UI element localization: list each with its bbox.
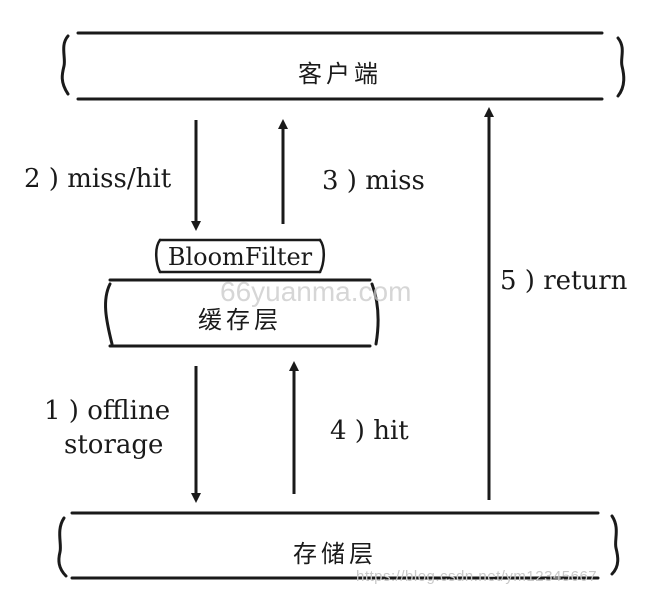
storage-sub-label: storage bbox=[64, 430, 164, 460]
watermark-url: https://blog.csdn.net/ym12345667 bbox=[356, 568, 598, 585]
storage-label: 存储层 bbox=[293, 540, 377, 568]
client-label: 客户端 bbox=[298, 60, 382, 88]
miss-label: 3 ) miss bbox=[322, 166, 425, 196]
cache-label: 缓存层 bbox=[198, 306, 282, 334]
hit-label: 4 ) hit bbox=[330, 416, 409, 446]
miss-hit-label: 2 ) miss/hit bbox=[24, 164, 172, 194]
storage-box bbox=[57, 511, 620, 580]
return-label: 5 ) return bbox=[500, 266, 628, 296]
cache-box bbox=[104, 278, 380, 348]
client-box bbox=[60, 31, 626, 101]
bloom-filter-box bbox=[155, 238, 325, 274]
bloom-filter-label: BloomFilter bbox=[167, 243, 313, 271]
offline-label: 1 ) offline bbox=[44, 396, 171, 426]
watermark-center: 66yuanma.com bbox=[220, 276, 412, 307]
